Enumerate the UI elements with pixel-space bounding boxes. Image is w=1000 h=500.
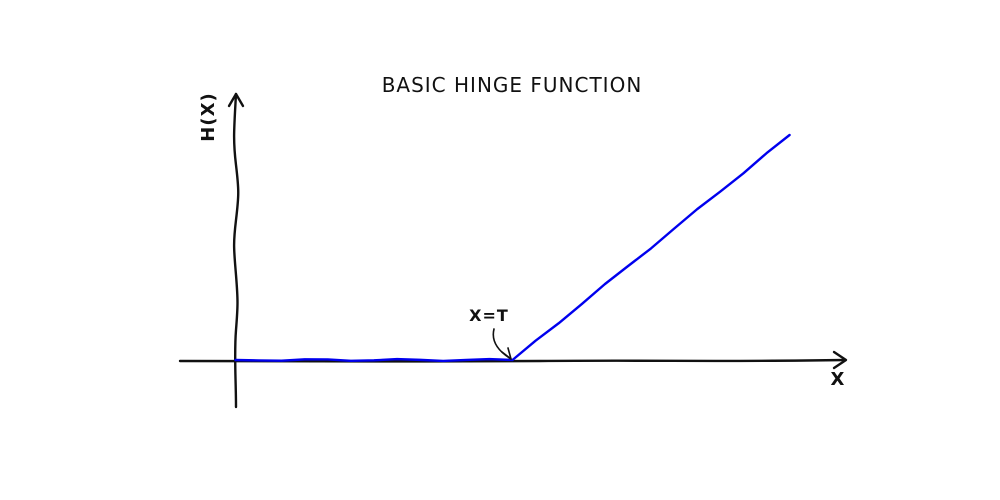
series-layer	[234, 133, 791, 363]
x-axis-label: X	[831, 369, 846, 390]
y-axis-line	[232, 92, 240, 409]
x-axis-arrow-head	[832, 350, 848, 370]
hinge-point-annotation-arrow-head	[501, 347, 512, 360]
y-axis-arrow-head	[227, 92, 245, 108]
hinge-point-annotation-text: X=T	[469, 306, 509, 325]
series-0-line	[234, 133, 791, 363]
x-axis-line	[178, 358, 847, 363]
chart-title: BASIC HINGE FUNCTION	[382, 73, 643, 97]
y-axis-label: H(X)	[198, 92, 219, 141]
hinge-point-annotation-arrow	[492, 328, 512, 360]
